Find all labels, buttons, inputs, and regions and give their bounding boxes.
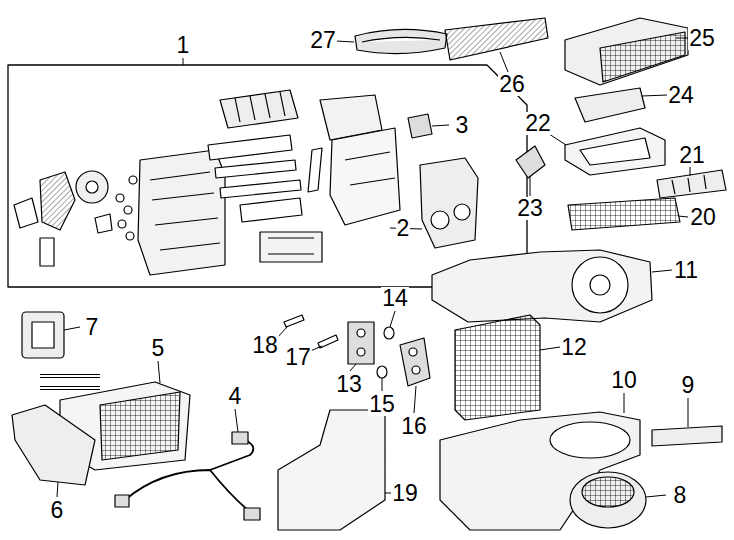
callout-number: 3 [455, 114, 470, 137]
callout-number: 25 [688, 27, 716, 50]
callout-number: 26 [498, 73, 526, 96]
callout-number: 20 [689, 206, 717, 229]
callout-number: 10 [610, 369, 638, 392]
callout-number: 23 [516, 197, 544, 220]
callout-number: 22 [524, 112, 552, 135]
callout-number: 18 [251, 334, 279, 357]
callout-number: 17 [284, 346, 312, 369]
callout-number: 21 [678, 144, 706, 167]
callout-number: 9 [681, 374, 696, 397]
callout-number: 12 [560, 336, 588, 359]
callout-number: 2 [396, 217, 411, 240]
callout-number: 4 [228, 385, 243, 408]
callout-number: 15 [368, 393, 396, 416]
callout-number: 11 [673, 259, 699, 282]
callout-number: 14 [381, 287, 409, 310]
callout-number: 19 [391, 482, 419, 505]
callout-number: 16 [400, 415, 428, 438]
callout-number: 6 [50, 499, 65, 522]
callout-number: 1 [176, 34, 191, 57]
callout-number: 7 [85, 316, 100, 339]
callout-number: 24 [667, 84, 695, 107]
callout-number: 13 [335, 373, 363, 396]
callout-number: 27 [309, 29, 337, 52]
callout-number: 8 [673, 484, 688, 507]
callout-number: 5 [151, 337, 166, 360]
